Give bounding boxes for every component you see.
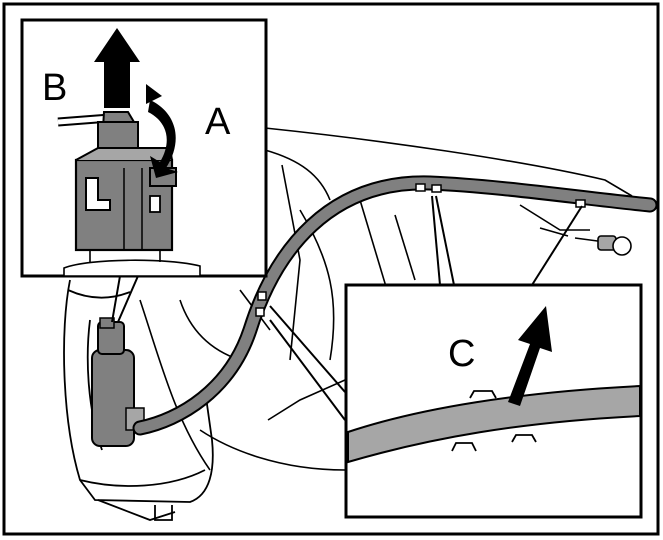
- washer-hose: [132, 175, 658, 436]
- inset-connector-leader: [111, 275, 139, 323]
- arrow-up-icon: [94, 28, 140, 108]
- curved-arrow-icon: [146, 84, 178, 178]
- label-a: A: [205, 101, 231, 143]
- clip-detail: [347, 384, 641, 464]
- label-c: C: [448, 333, 475, 375]
- hose-connector: [574, 235, 632, 256]
- inset-clip-leaders: [269, 195, 583, 421]
- washer-pump: [91, 317, 145, 447]
- label-b: B: [42, 67, 67, 109]
- diagonal-arrow-icon: [508, 306, 552, 406]
